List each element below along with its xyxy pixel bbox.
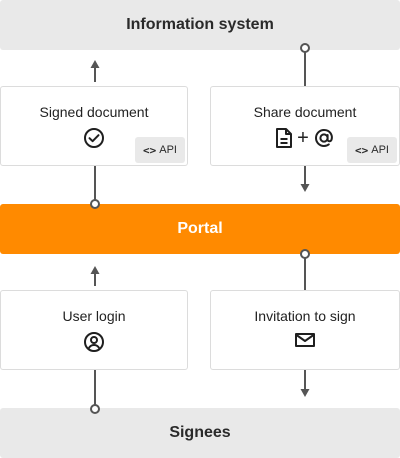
connector-signed-to-info bbox=[90, 60, 100, 82]
api-tag: <> API bbox=[135, 137, 185, 163]
api-label: API bbox=[159, 144, 177, 156]
signees-bar: Signees bbox=[0, 408, 400, 458]
document-icon bbox=[276, 128, 293, 148]
code-icon: <> bbox=[143, 143, 157, 157]
user-login-title: User login bbox=[62, 308, 126, 324]
signees-label: Signees bbox=[169, 424, 231, 441]
check-circle-icon bbox=[84, 128, 104, 148]
share-document-title: Share document bbox=[253, 104, 357, 120]
signed-document-title: Signed document bbox=[39, 104, 149, 120]
user-circle-icon bbox=[84, 332, 104, 352]
connector-portal-to-signed bbox=[90, 166, 100, 209]
code-icon: <> bbox=[355, 143, 369, 157]
invitation-to-sign-title: Invitation to sign bbox=[254, 308, 356, 324]
portal-label: Portal bbox=[177, 220, 223, 237]
invitation-to-sign-card: Invitation to sign bbox=[210, 290, 400, 370]
plus-sign: + bbox=[297, 127, 309, 149]
share-document-card: Share document + <> API bbox=[210, 86, 400, 166]
information-system-label: Information system bbox=[126, 16, 274, 33]
connector-invitation-to-signees bbox=[300, 370, 310, 397]
connector-info-to-share bbox=[300, 43, 310, 86]
connector-login-to-portal bbox=[90, 266, 100, 286]
information-system-bar: Information system bbox=[0, 0, 400, 50]
signed-document-card: Signed document <> API bbox=[0, 86, 188, 166]
connector-portal-to-invitation bbox=[300, 249, 310, 290]
connector-signees-to-login bbox=[90, 370, 100, 414]
envelope-icon bbox=[295, 333, 315, 347]
connector-share-to-portal bbox=[300, 166, 310, 192]
api-label: API bbox=[371, 144, 389, 156]
at-sign-icon bbox=[314, 128, 333, 148]
api-tag: <> API bbox=[347, 137, 397, 163]
user-login-card: User login bbox=[0, 290, 188, 370]
portal-bar: Portal bbox=[0, 204, 400, 254]
